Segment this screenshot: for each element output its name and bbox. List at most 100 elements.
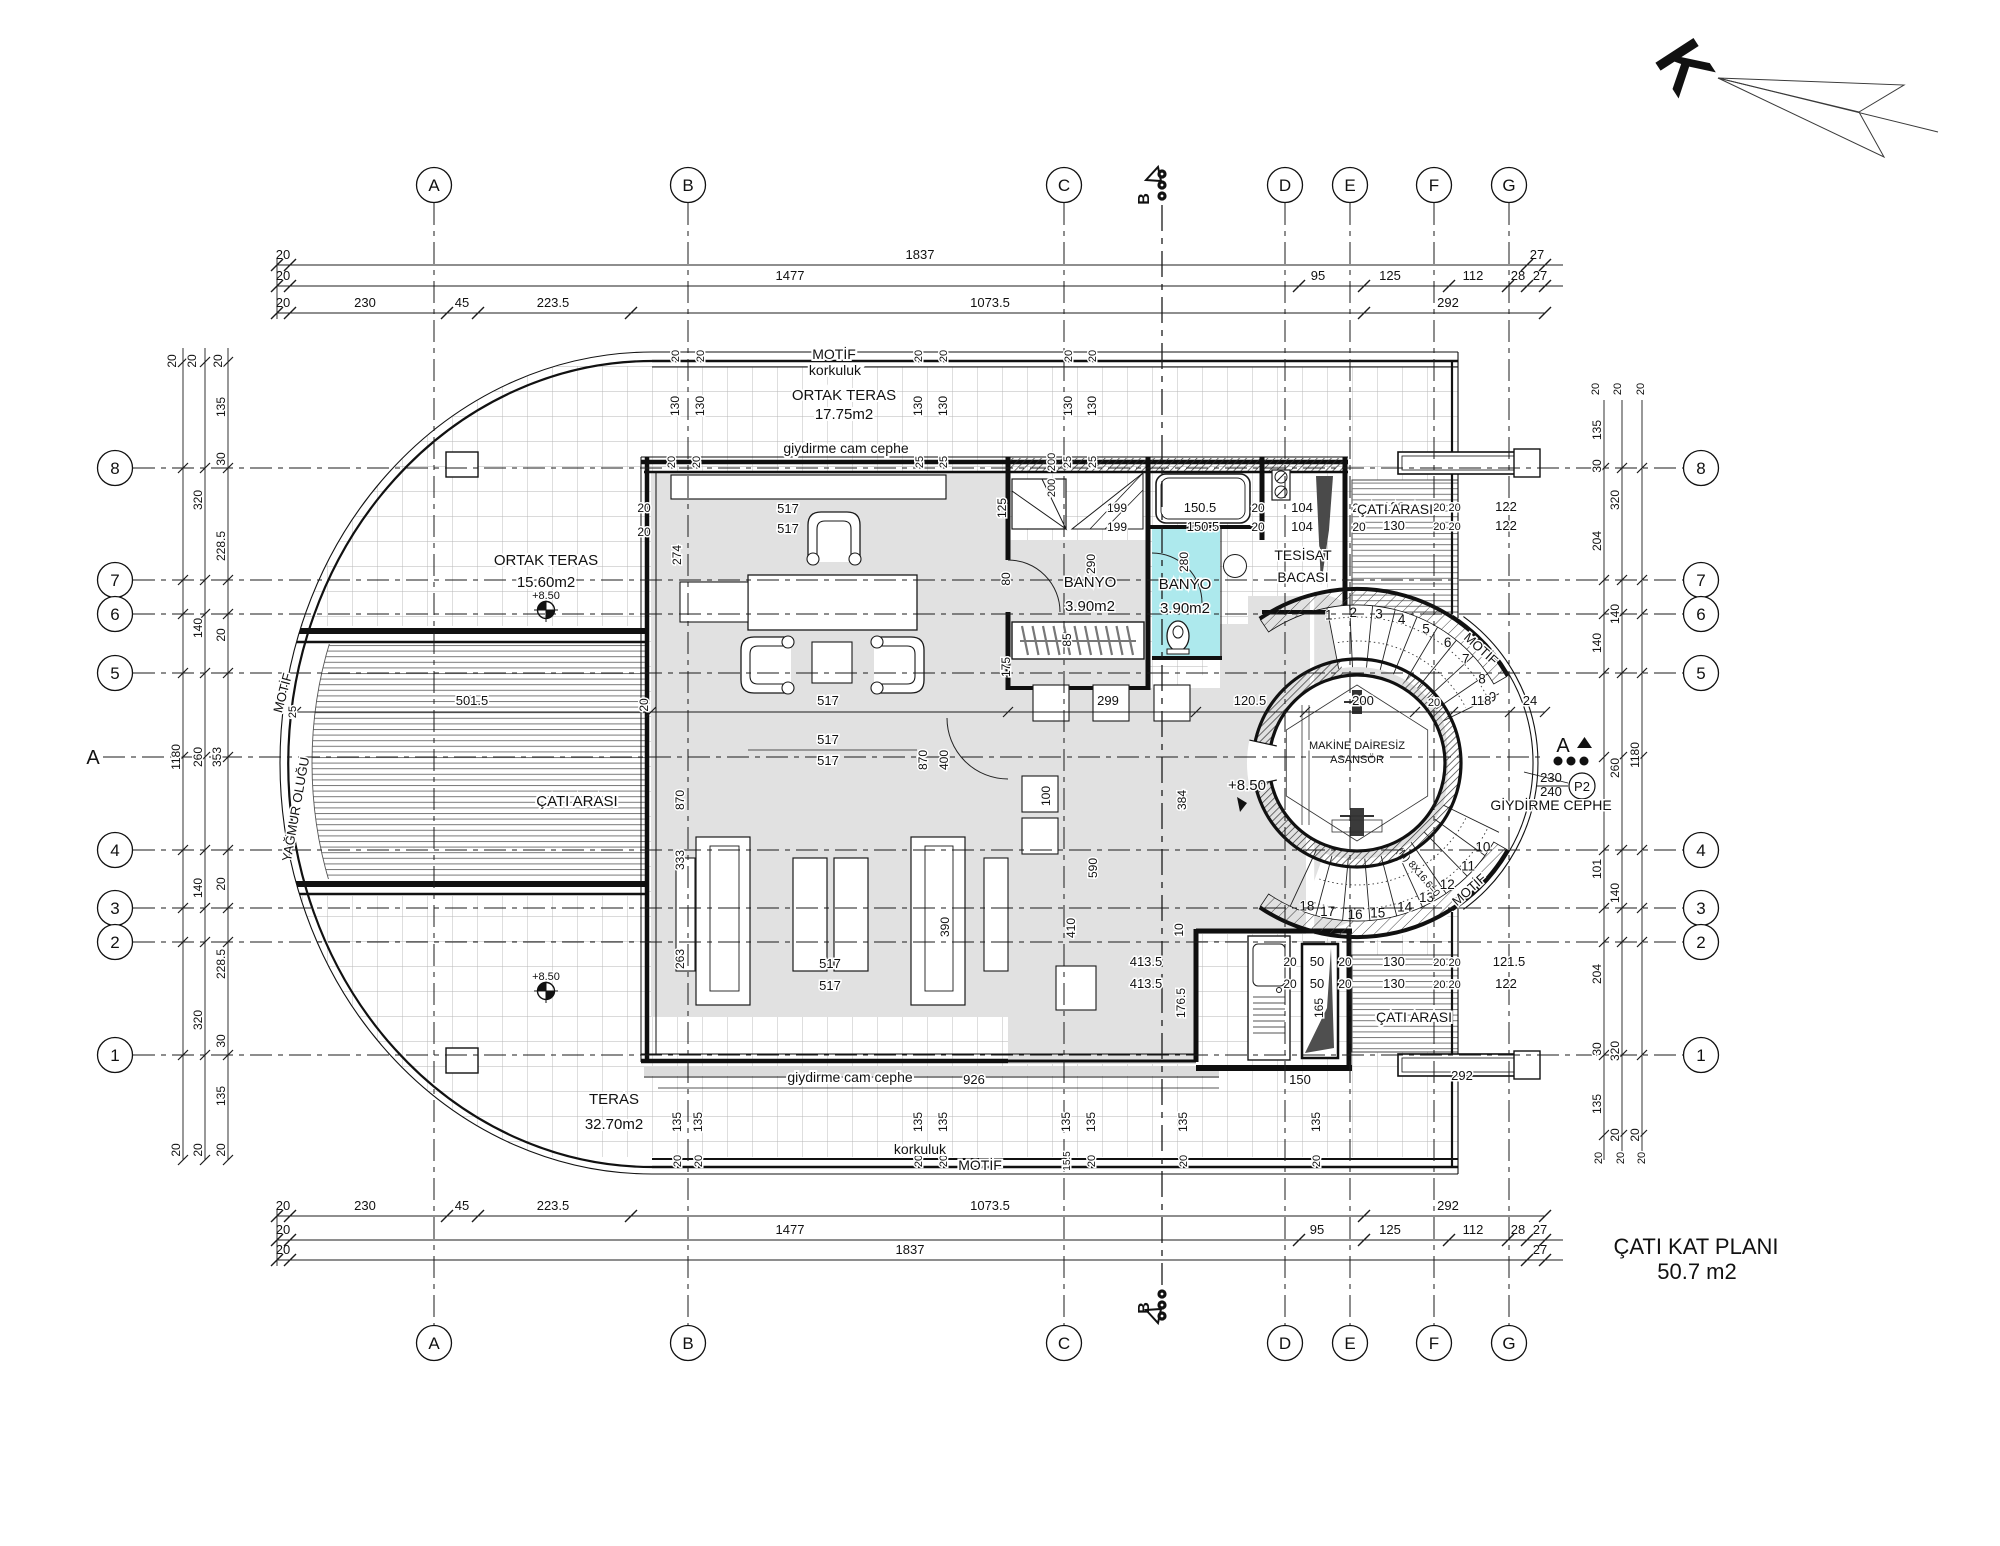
svg-text:228.5: 228.5 bbox=[214, 531, 228, 561]
svg-text:28: 28 bbox=[1511, 1222, 1525, 1237]
svg-text:263: 263 bbox=[673, 949, 687, 969]
svg-text:17: 17 bbox=[1320, 904, 1335, 919]
svg-text:+8.50: +8.50 bbox=[532, 590, 560, 602]
svg-text:926: 926 bbox=[963, 1072, 985, 1087]
svg-text:1: 1 bbox=[1325, 608, 1333, 623]
svg-text:199: 199 bbox=[1107, 501, 1127, 515]
svg-text:135: 135 bbox=[1590, 420, 1604, 440]
svg-text:112: 112 bbox=[1463, 1222, 1484, 1237]
svg-text:150: 150 bbox=[1289, 1072, 1311, 1087]
svg-text:125: 125 bbox=[1379, 1222, 1401, 1237]
svg-text:230: 230 bbox=[354, 295, 376, 310]
svg-text:D: D bbox=[1279, 176, 1291, 195]
svg-text:20: 20 bbox=[214, 1143, 228, 1157]
svg-text:25: 25 bbox=[938, 456, 950, 468]
svg-text:20: 20 bbox=[1338, 977, 1352, 991]
svg-text:korkuluk: korkuluk bbox=[894, 1141, 947, 1157]
svg-text:135: 135 bbox=[214, 397, 228, 417]
svg-text:140: 140 bbox=[1590, 633, 1604, 653]
svg-text:260: 260 bbox=[191, 747, 205, 767]
svg-text:204: 204 bbox=[1590, 531, 1604, 551]
svg-text:104: 104 bbox=[1291, 500, 1313, 515]
svg-text:517: 517 bbox=[777, 521, 799, 536]
svg-text:6: 6 bbox=[1696, 605, 1705, 624]
svg-text:45: 45 bbox=[455, 295, 469, 310]
svg-text:130: 130 bbox=[1383, 499, 1405, 514]
svg-text:870: 870 bbox=[673, 790, 687, 810]
svg-text:517: 517 bbox=[819, 956, 841, 971]
svg-text:14: 14 bbox=[1397, 899, 1413, 914]
svg-text:1: 1 bbox=[1696, 1046, 1705, 1065]
svg-text:50: 50 bbox=[1310, 976, 1324, 991]
svg-text:D: D bbox=[1279, 1334, 1291, 1353]
svg-text:135: 135 bbox=[691, 1112, 705, 1132]
svg-text:20: 20 bbox=[214, 628, 228, 642]
svg-text:130: 130 bbox=[693, 396, 707, 416]
svg-text:230: 230 bbox=[354, 1198, 376, 1213]
svg-text:223.5: 223.5 bbox=[537, 295, 570, 310]
svg-text:20: 20 bbox=[938, 350, 950, 362]
svg-text:7: 7 bbox=[1696, 571, 1705, 590]
svg-text:4: 4 bbox=[1398, 612, 1406, 627]
svg-text:20: 20 bbox=[276, 1222, 290, 1237]
svg-text:150.5: 150.5 bbox=[1187, 519, 1220, 534]
svg-text:176.5: 176.5 bbox=[1174, 988, 1188, 1018]
svg-text:7: 7 bbox=[110, 571, 119, 590]
svg-text:12: 12 bbox=[1440, 877, 1455, 892]
svg-text:5: 5 bbox=[110, 664, 119, 683]
svg-text:giydirme cam cephe: giydirme cam cephe bbox=[787, 1069, 912, 1085]
svg-text:G: G bbox=[1502, 1334, 1515, 1353]
svg-text:125: 125 bbox=[995, 498, 1009, 518]
svg-text:27: 27 bbox=[1533, 1222, 1547, 1237]
svg-text:2: 2 bbox=[1350, 605, 1358, 620]
svg-text:15.5: 15.5 bbox=[1062, 1151, 1073, 1171]
svg-text:175: 175 bbox=[999, 657, 1013, 677]
svg-text:230: 230 bbox=[1540, 770, 1562, 785]
svg-text:B: B bbox=[682, 1334, 693, 1353]
svg-text:E: E bbox=[1344, 1334, 1355, 1353]
svg-text:20: 20 bbox=[637, 698, 651, 712]
svg-text:20: 20 bbox=[938, 1155, 950, 1167]
svg-text:10: 10 bbox=[1475, 839, 1490, 854]
svg-text:95: 95 bbox=[1311, 268, 1325, 283]
svg-text:20: 20 bbox=[1612, 383, 1624, 395]
svg-text:15: 15 bbox=[1370, 906, 1385, 921]
svg-text:3.90m2: 3.90m2 bbox=[1065, 598, 1115, 615]
svg-text:228.5: 228.5 bbox=[214, 949, 228, 979]
svg-text:13: 13 bbox=[1419, 890, 1434, 905]
svg-text:A: A bbox=[1556, 735, 1570, 757]
svg-text:G: G bbox=[1502, 176, 1515, 195]
svg-text:20: 20 bbox=[276, 1198, 290, 1213]
svg-text:20: 20 bbox=[1251, 520, 1265, 534]
svg-text:20: 20 bbox=[191, 1143, 205, 1157]
svg-text:80: 80 bbox=[999, 572, 1013, 586]
svg-text:320: 320 bbox=[1608, 490, 1622, 510]
svg-text:30: 30 bbox=[214, 1034, 228, 1048]
svg-text:25: 25 bbox=[1062, 456, 1074, 468]
svg-text:20: 20 bbox=[913, 1155, 925, 1167]
svg-text:1073.5: 1073.5 bbox=[970, 295, 1010, 310]
svg-text:28: 28 bbox=[1511, 268, 1525, 283]
svg-text:292: 292 bbox=[1451, 1068, 1473, 1083]
svg-text:6: 6 bbox=[110, 605, 119, 624]
svg-text:MAKİNE DAİRESİZ: MAKİNE DAİRESİZ bbox=[1309, 739, 1405, 752]
svg-text:200: 200 bbox=[1046, 453, 1058, 471]
svg-text:20: 20 bbox=[1311, 1155, 1323, 1167]
svg-text:165: 165 bbox=[1312, 998, 1326, 1018]
svg-text:410: 410 bbox=[1064, 918, 1078, 938]
svg-text:20: 20 bbox=[185, 354, 199, 368]
svg-text:BACASI: BACASI bbox=[1277, 569, 1328, 585]
svg-text:+8.50: +8.50 bbox=[532, 971, 560, 983]
svg-text:45: 45 bbox=[455, 1198, 469, 1213]
svg-text:384: 384 bbox=[1175, 790, 1189, 810]
svg-text:20: 20 bbox=[1636, 1152, 1648, 1164]
svg-text:20: 20 bbox=[1283, 955, 1297, 969]
svg-text:1837: 1837 bbox=[896, 1242, 925, 1257]
svg-text:20: 20 bbox=[913, 350, 925, 362]
svg-text:135: 135 bbox=[214, 1086, 228, 1106]
svg-text:2: 2 bbox=[110, 933, 119, 952]
svg-text:20: 20 bbox=[211, 354, 225, 368]
svg-text:15.60m2: 15.60m2 bbox=[517, 574, 575, 591]
svg-text:B: B bbox=[1136, 1302, 1153, 1314]
svg-text:1: 1 bbox=[110, 1046, 119, 1065]
